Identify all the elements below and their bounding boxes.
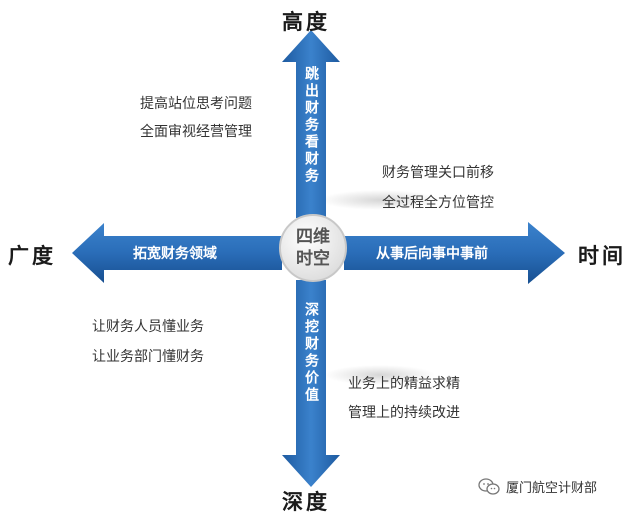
axis-label-bottom: 深度 [282, 490, 330, 514]
arrow-left [72, 223, 282, 283]
shadow [325, 365, 435, 385]
arrow-down [282, 280, 340, 487]
center-label-text: 四维时空 [296, 227, 330, 269]
center-label: 四维时空 [282, 218, 344, 278]
note-bottom-left-2: 让业务部门懂财务 [92, 349, 204, 365]
arrow-right-label: 从事后向事中事前 [376, 246, 488, 262]
axis-label-right: 时间 [578, 244, 626, 268]
note-bottom-right-2: 管理上的持续改进 [348, 405, 460, 421]
wechat-icon [478, 477, 500, 495]
arrow-up [282, 30, 340, 218]
shadow [320, 190, 440, 210]
note-top-left-1: 提高站位思考问题 [140, 96, 252, 112]
arrow-left-label: 拓宽财务领域 [133, 246, 217, 262]
note-top-left-2: 全面审视经营管理 [140, 124, 252, 140]
note-bottom-right-1: 业务上的精益求精 [348, 376, 460, 392]
note-top-right-1: 财务管理关口前移 [382, 165, 494, 181]
watermark-text: 厦门航空计财部 [506, 481, 598, 496]
axis-label-left: 广度 [8, 244, 56, 268]
arrow-right [344, 222, 565, 284]
arrow-down-label: 深挖财务价值 [303, 302, 319, 404]
center-circle [279, 214, 347, 282]
arrow-up-label: 跳出财务看财务 [303, 66, 319, 185]
axis-label-top: 高度 [282, 10, 330, 34]
watermark: 厦门航空计财部 [478, 477, 597, 496]
note-top-right-2: 全过程全方位管控 [382, 195, 494, 211]
note-bottom-left-1: 让财务人员懂业务 [92, 319, 204, 335]
